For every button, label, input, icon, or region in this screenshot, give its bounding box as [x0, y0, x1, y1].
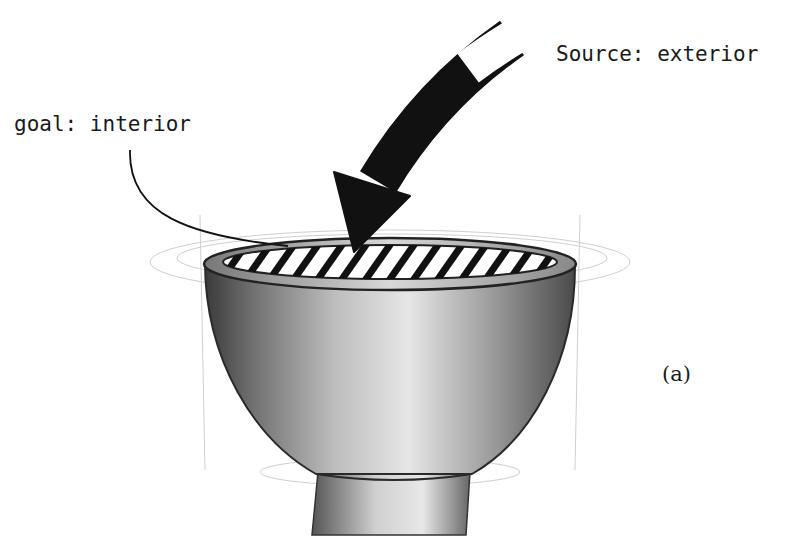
hatch-line [508, 242, 536, 282]
hatch-line [412, 242, 440, 282]
bowl-rim [204, 238, 576, 290]
hatch-line [532, 242, 560, 282]
source-label: Source: exterior [556, 42, 758, 67]
leader-line [130, 150, 288, 246]
guide-line [200, 215, 205, 470]
bowl-base-edge [316, 474, 472, 480]
guide-line [575, 215, 580, 470]
hatch-line [220, 242, 248, 282]
bowl-body [205, 262, 575, 474]
interior-hatching [220, 242, 584, 282]
bowl-foot [312, 472, 470, 535]
panel-label: (a) [662, 362, 691, 387]
hatch-line [388, 242, 416, 282]
hatch-line [268, 242, 296, 282]
hatch-line [436, 242, 464, 282]
inflow-arrow [334, 37, 514, 252]
hatch-line [484, 242, 512, 282]
sketch-guides [150, 215, 630, 486]
arrow-tail [468, 37, 514, 68]
hatch-line [556, 242, 584, 282]
hatch-line [244, 242, 272, 282]
arrow-head [334, 172, 410, 252]
hatch-line [460, 242, 488, 282]
hatch-line [364, 242, 392, 282]
hatch-line [316, 242, 344, 282]
hatch-line [292, 242, 320, 282]
goal-label: goal: interior [14, 112, 191, 137]
